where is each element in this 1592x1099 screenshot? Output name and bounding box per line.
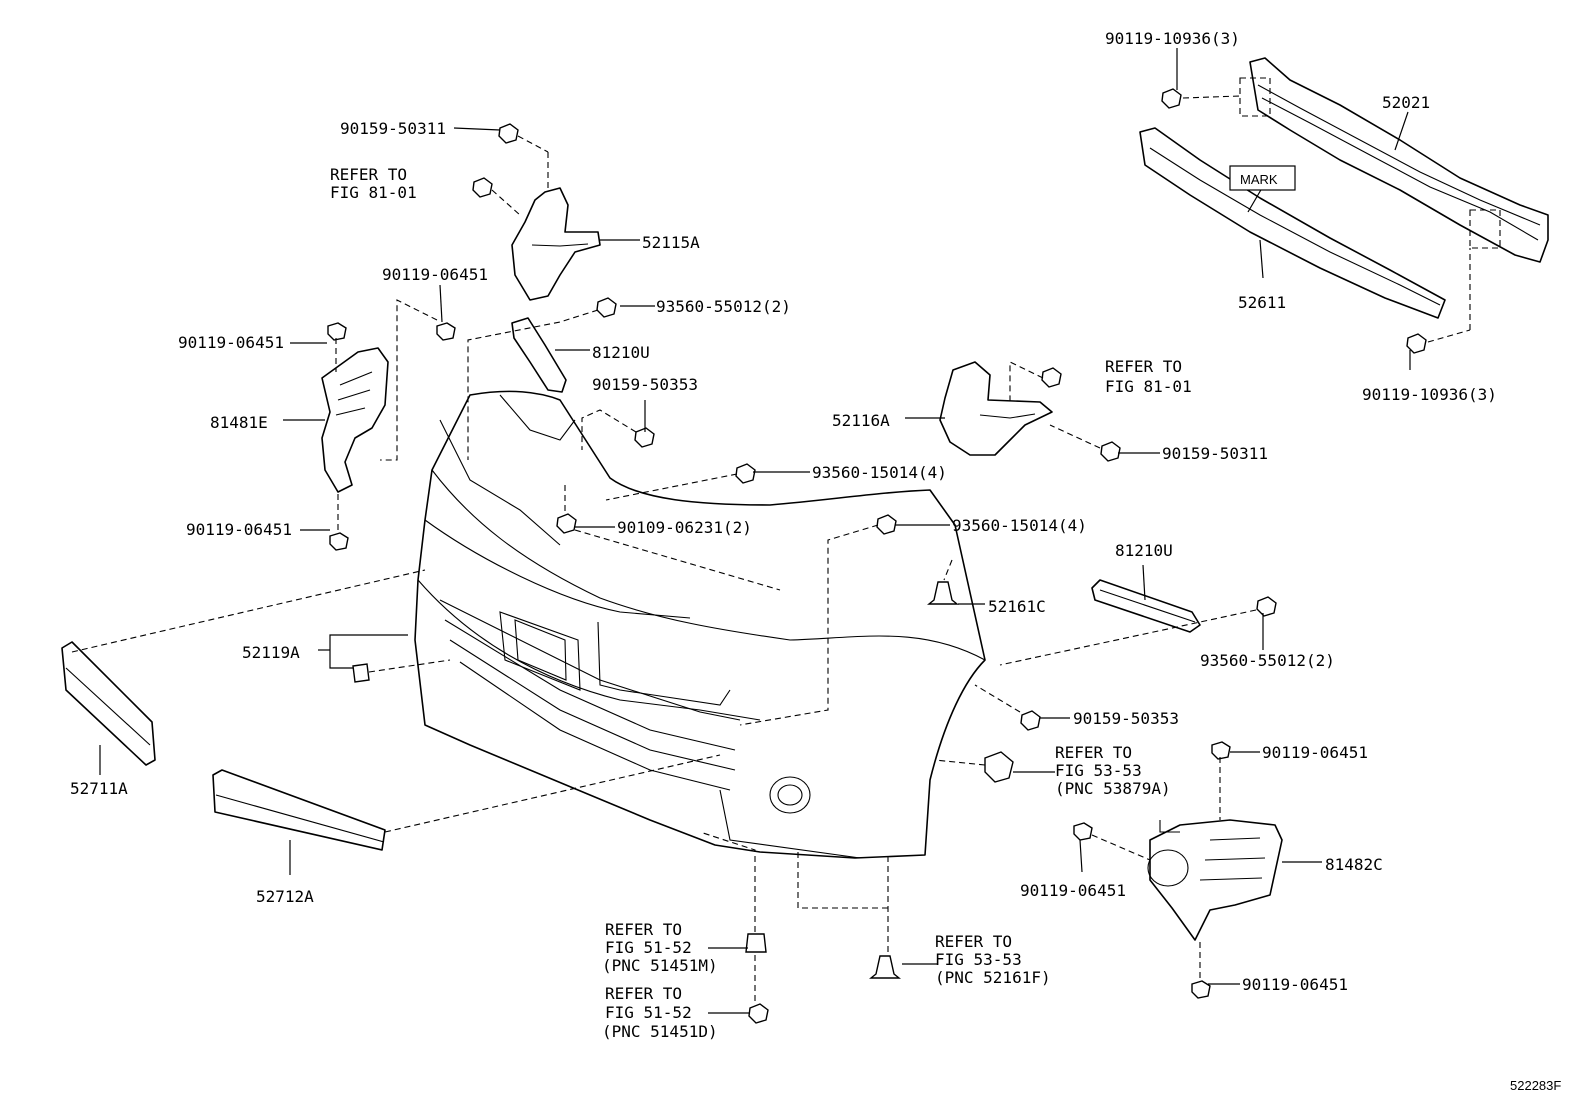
callout-labels: 90119-10936(3) 52021 MARK 52611 90119-10… [70, 29, 1561, 1093]
callout-90119-10936-top: 90119-10936(3) [1105, 29, 1240, 48]
callout-90119-06451-f: 90119-06451 [1242, 975, 1348, 994]
callout-90159-50353-b: 90159-50353 [1073, 709, 1179, 728]
callout-93560-15014-a: 93560-15014(4) [812, 463, 947, 482]
callout-52119a: 52119A [242, 643, 300, 662]
fastener-90159-50353-upper [581, 409, 655, 450]
spacer-52712a [212, 754, 721, 851]
screw-93560-15014-lower [739, 514, 897, 726]
nut-52119a [352, 659, 451, 683]
callout-52115a: 52115A [642, 233, 700, 252]
callout-52611: 52611 [1238, 293, 1286, 312]
lamp-socket-53879a [934, 751, 1014, 783]
callout-90159-50311-a: 90159-50311 [340, 119, 446, 138]
callout-90159-50311-b: 90159-50311 [1162, 444, 1268, 463]
callout-90109-06231: 90109-06231(2) [617, 518, 752, 537]
callout-90159-50353-a: 90159-50353 [592, 375, 698, 394]
callout-refer-51-52-a-2: FIG 51-52 [605, 938, 692, 957]
callout-refer-53-53-b-1: REFER TO [935, 932, 1012, 951]
callout-mark: MARK [1240, 172, 1278, 187]
callout-81210u-b: 81210U [1115, 541, 1173, 560]
clip-52161f [797, 848, 901, 979]
callout-refer-81-01-b-1: REFER TO [1105, 357, 1182, 376]
bracket-52115a [472, 123, 601, 301]
callout-refer-81-01-a-1: REFER TO [330, 165, 407, 184]
callout-90119-06451-c: 90119-06451 [186, 520, 292, 539]
screw-93560-15014-upper [605, 463, 756, 501]
callout-refer-51-52-b-3: (PNC 51451D) [602, 1022, 718, 1041]
bolt-90119-10936-bottom [1406, 248, 1471, 354]
callout-52712a: 52712A [256, 887, 314, 906]
callout-refer-53-53-b-3: (PNC 52161F) [935, 968, 1051, 987]
callout-refer-81-01-a-2: FIG 81-01 [330, 183, 417, 202]
clip-51451d [748, 955, 769, 1024]
bumper-reinforcement-52021 [1239, 57, 1549, 263]
callout-93560-15014-b: 93560-15014(4) [952, 516, 1087, 535]
callout-refer-53-53-a-1: REFER TO [1055, 743, 1132, 762]
figure-id: 522283F [1510, 1078, 1561, 1093]
clip-51451m [699, 831, 767, 953]
fastener-90159-50353-lower [974, 684, 1041, 731]
callout-90119-06451-a: 90119-06451 [382, 265, 488, 284]
leader-lines [99, 48, 1411, 1014]
callout-refer-51-52-b-1: REFER TO [605, 984, 682, 1003]
callout-52021: 52021 [1382, 93, 1430, 112]
energy-absorber-52611 [1139, 127, 1446, 319]
mark-box [1229, 165, 1296, 191]
callout-93560-55012-b: 93560-55012(2) [1200, 651, 1335, 670]
screw-93560-55012-right [999, 596, 1277, 666]
callout-refer-53-53-b-2: FIG 53-53 [935, 950, 1022, 969]
callout-refer-81-01-b-2: FIG 81-01 [1105, 377, 1192, 396]
bolt-90119-10936-top [1161, 88, 1241, 109]
clip-52161c [927, 559, 959, 605]
callout-81481e: 81481E [210, 413, 268, 432]
callout-refer-53-53-a-3: (PNC 53879A) [1055, 779, 1171, 798]
callout-90119-06451-e: 90119-06451 [1020, 881, 1126, 900]
callout-refer-51-52-b-2: FIG 51-52 [605, 1003, 692, 1022]
callout-90119-10936-bottom: 90119-10936(3) [1362, 385, 1497, 404]
screw-90109-06231 [556, 485, 781, 591]
fog-lamp-bracket-81482c [1073, 741, 1283, 999]
callout-52116a: 52116A [832, 411, 890, 430]
retainer-81481e [321, 299, 456, 551]
callout-refer-51-52-a-1: REFER TO [605, 920, 682, 939]
callout-81210u-a: 81210U [592, 343, 650, 362]
callout-refer-53-53-a-2: FIG 53-53 [1055, 761, 1142, 780]
callout-52161c: 52161C [988, 597, 1046, 616]
reflector-81210u-lower [1091, 579, 1201, 633]
callout-90119-06451-b: 90119-06451 [178, 333, 284, 352]
front-bumper-cover [414, 390, 986, 859]
callout-81482c: 81482C [1325, 855, 1383, 874]
callout-refer-51-52-a-3: (PNC 51451M) [602, 956, 718, 975]
callout-90119-06451-d: 90119-06451 [1262, 743, 1368, 762]
callout-52711a: 52711A [70, 779, 128, 798]
bracket-52116a [939, 361, 1121, 462]
callout-93560-55012-a: 93560-55012(2) [656, 297, 791, 316]
spacer-52711a [61, 569, 426, 766]
